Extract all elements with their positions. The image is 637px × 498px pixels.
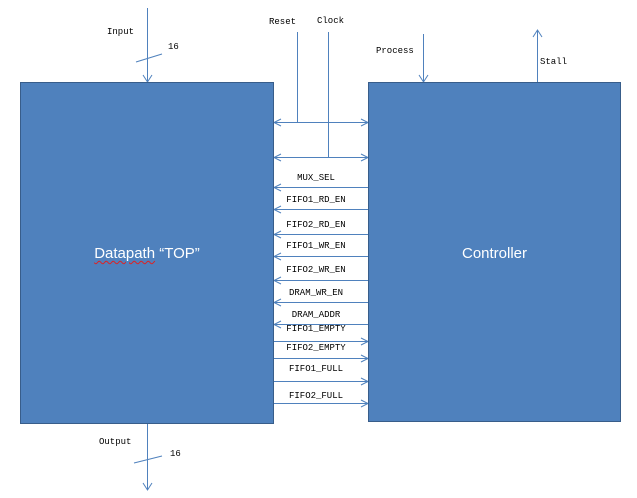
process-label: Process: [376, 46, 414, 56]
datapath-block: Datapath “TOP”: [20, 82, 274, 424]
fifo2-rd-en-label: FIFO2_RD_EN: [286, 220, 346, 230]
controller-label: Controller: [461, 245, 528, 262]
stall-arrowhead: [532, 29, 543, 38]
fifo2-wr-en-arrowhead: [272, 276, 282, 285]
fifo1-wr-en-label: FIFO1_WR_EN: [286, 241, 346, 251]
fifo1-wr-en-arrowhead: [272, 252, 282, 261]
datapath-name: Datapath: [94, 245, 156, 262]
output-bus-width-slash: [133, 455, 163, 464]
fifo2-rd-en-arrowhead: [272, 230, 282, 239]
output-label: Output: [99, 437, 132, 447]
clock-arrowhead-left: [272, 153, 282, 162]
dram-wr-en-arrowhead: [272, 298, 282, 307]
datapath-suffix: “TOP”: [155, 245, 200, 262]
input-width-label: 16: [168, 42, 179, 52]
output-width-label: 16: [170, 449, 181, 459]
dram-wr-en-label: DRAM_WR_EN: [288, 288, 344, 298]
clock-label: Clock: [317, 16, 345, 26]
stall-label: Stall: [540, 57, 568, 67]
input-bus-width-slash: [135, 53, 163, 63]
fifo1-full-label: FIFO1_FULL: [288, 364, 344, 374]
output-bus-arrowhead: [142, 482, 153, 491]
datapath-label: Datapath “TOP”: [21, 245, 273, 262]
reset-arrowhead-left: [272, 118, 282, 127]
reset-label: Reset: [269, 17, 297, 27]
input-label: Input: [107, 27, 135, 37]
fifo2-full-label: FIFO2_FULL: [288, 391, 344, 401]
fifo1-rd-en-label: FIFO1_RD_EN: [286, 195, 346, 205]
fifo1-rd-en-arrowhead: [272, 205, 282, 214]
dram-addr-label: DRAM_ADDR: [291, 310, 341, 320]
mux-sel-arrowhead: [272, 183, 282, 192]
dram-addr-arrowhead: [272, 320, 282, 329]
fifo2-wr-en-label: FIFO2_WR_EN: [286, 265, 346, 275]
controller-block: Controller: [368, 82, 621, 422]
fifo1-empty-label: FIFO1_EMPTY: [286, 324, 346, 334]
mux-sel-label: MUX_SEL: [297, 173, 335, 183]
fifo2-empty-label: FIFO2_EMPTY: [286, 343, 346, 353]
